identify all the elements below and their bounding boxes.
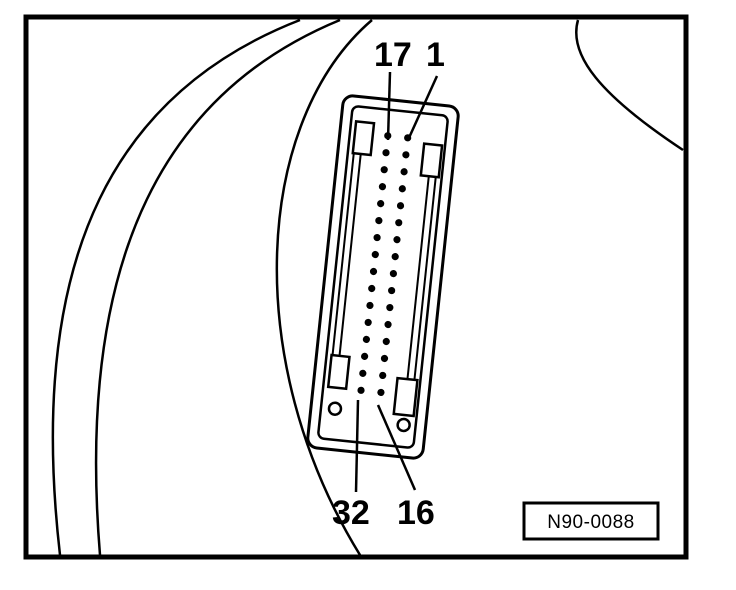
- pin-contact: [377, 388, 385, 397]
- pin-contact: [357, 386, 365, 394]
- pin-contact: [364, 318, 372, 327]
- mount-hole-right: [396, 417, 411, 433]
- latch-bottom-left: [326, 353, 351, 391]
- latch-bottom-right: [392, 376, 419, 418]
- label-pin-1: 1: [426, 36, 445, 74]
- pin-contact: [371, 250, 379, 259]
- mount-hole-left: [327, 401, 343, 416]
- pin-contact: [389, 270, 398, 278]
- pin-contact: [369, 267, 378, 276]
- pin-contact: [380, 354, 389, 363]
- pin-contact: [379, 371, 387, 380]
- pin-contact: [396, 202, 405, 210]
- leader-pin-17: [386, 71, 392, 141]
- rail-left-outer: [331, 126, 358, 356]
- latch-top-left: [351, 119, 376, 157]
- pin-contact: [400, 168, 408, 176]
- contour-center: [275, 19, 373, 556]
- connector-housing: [306, 94, 460, 460]
- pin-contact: [382, 149, 390, 157]
- pin-contact: [398, 185, 406, 193]
- latch-top-right: [419, 142, 444, 179]
- contour-outer-left: [51, 18, 301, 556]
- leader-pin-16: [376, 404, 417, 491]
- pin-contact: [377, 200, 385, 208]
- label-pin-17: 17: [374, 36, 412, 74]
- leader-pin-1: [406, 75, 439, 141]
- pin-contact: [395, 219, 403, 227]
- pin-contact: [359, 369, 367, 377]
- reference-code: N90-0088: [547, 512, 634, 533]
- pin-contact: [391, 253, 399, 261]
- contour-inner-left: [94, 18, 341, 556]
- pin-contact: [375, 216, 383, 225]
- rail-right-outer: [413, 174, 437, 384]
- pin-contact: [361, 352, 369, 360]
- rail-left-inner: [338, 127, 365, 356]
- leader-lines: [354, 71, 439, 493]
- label-pin-32: 32: [332, 494, 370, 532]
- label-pin-16: 16: [397, 494, 435, 532]
- pin-contact: [368, 284, 376, 293]
- pin-contact: [388, 286, 396, 295]
- pin-contact: [386, 303, 394, 312]
- pin-contact: [393, 236, 401, 244]
- pin-contact: [373, 233, 381, 242]
- pin-contact: [384, 320, 392, 329]
- contour-top-right: [575, 19, 684, 152]
- housing-contours: [51, 18, 684, 556]
- pin-contact: [378, 183, 387, 191]
- rail-right-inner: [406, 174, 430, 384]
- pin-contact: [366, 301, 374, 310]
- reference-box: [522, 501, 660, 541]
- pin-contact: [380, 166, 388, 174]
- leader-pin-32: [354, 399, 360, 493]
- pin-contact: [362, 335, 370, 344]
- pin-contact: [402, 151, 410, 159]
- housing-inner: [317, 105, 449, 449]
- pin-contact: [382, 337, 390, 346]
